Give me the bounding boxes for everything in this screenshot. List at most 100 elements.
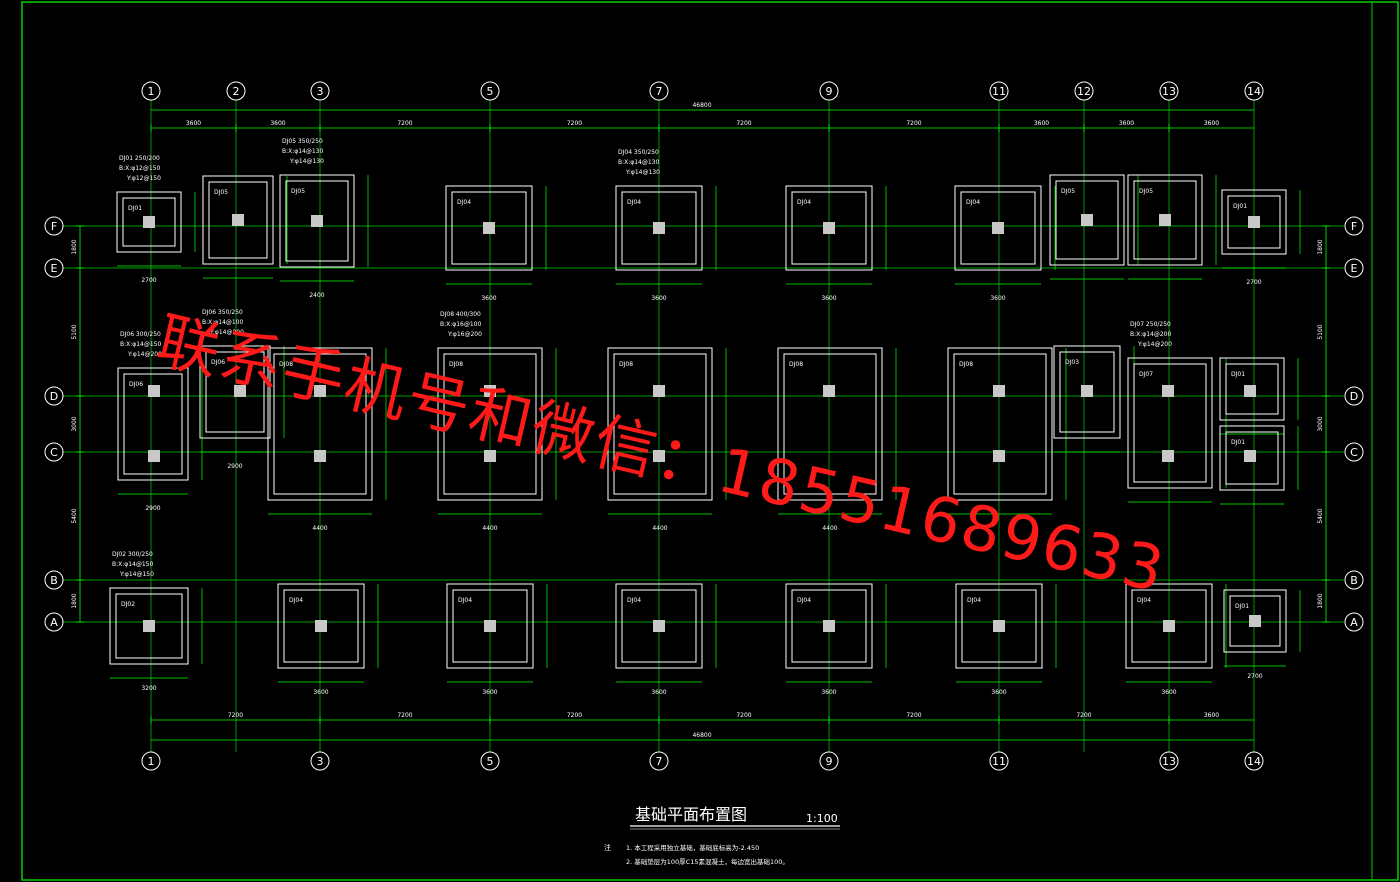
row3-footing-inner	[791, 589, 867, 663]
column-pier	[992, 222, 1004, 234]
dim-top-span: 7200	[397, 120, 412, 127]
row3-footing-bx: B:X:φ14@150	[112, 561, 153, 568]
axis-bubble	[819, 81, 839, 101]
axis-bubble	[1344, 442, 1364, 462]
axis-bubble	[44, 442, 64, 462]
dim-bottom-span: 7200	[567, 712, 582, 719]
row2-footing-inner	[1133, 363, 1207, 483]
dim-left-span: 5400	[71, 508, 78, 523]
row2-footing-inner	[273, 353, 367, 495]
axis-bubble	[989, 81, 1009, 101]
column-pier	[143, 216, 155, 228]
row2-footing-outer	[437, 347, 543, 501]
row1-footing-label: DJ05	[1139, 188, 1153, 195]
dim-left-span: 3000	[71, 416, 78, 431]
column-pier	[823, 222, 835, 234]
axis-label-row-left: D	[50, 390, 58, 403]
row1-footing-label: DJ01	[128, 205, 142, 212]
row3-footing-width: 3600	[821, 689, 836, 696]
row3-footing-width: 3600	[313, 689, 328, 696]
column-pier	[653, 222, 665, 234]
row2-footing-bx: B:X:φ14@100	[202, 319, 243, 326]
axis-label-top: 3	[317, 85, 324, 98]
axis-label-bottom: 7	[656, 755, 663, 768]
dim-bottom-span: 7200	[1076, 712, 1091, 719]
axis-bubble	[44, 612, 64, 632]
row1-footing-bx: B:X:φ14@130	[282, 148, 323, 155]
row1-footing-inner	[1133, 180, 1197, 260]
row1-footing-inner	[1055, 180, 1119, 260]
axis-grid	[62, 100, 1344, 752]
column-pier	[653, 620, 665, 632]
column-pier	[143, 620, 155, 632]
column-pier	[484, 620, 496, 632]
axis-bubble	[44, 570, 64, 590]
axis-label-row-right: B	[1350, 574, 1358, 587]
row1-footing-label: DJ04	[457, 199, 471, 206]
axis-label-bottom: 14	[1247, 755, 1261, 768]
axis-bubble	[44, 216, 64, 236]
axis-label-row-left: A	[50, 616, 58, 629]
axis-label-bottom: 1	[148, 755, 155, 768]
row1-footing-outer	[202, 175, 274, 265]
notes-prefix: 注	[604, 843, 611, 852]
axis-label-row-left: B	[50, 574, 58, 587]
row2-footing-y: Y:φ14@200	[127, 351, 162, 358]
row2-footing-width: 4400	[822, 525, 837, 532]
drawing-title: 基础平面布置图	[635, 805, 747, 824]
axis-label-bottom: 13	[1162, 755, 1176, 768]
axis-bubble	[989, 751, 1009, 771]
row1-footing-label: DJ01	[1233, 203, 1247, 210]
row2-footing-outer	[1127, 357, 1213, 489]
row2-footing-bx: B:X:φ14@150	[120, 341, 161, 348]
axis-label-bottom: 9	[826, 755, 833, 768]
row3-footing-inner	[621, 589, 697, 663]
row2-footing-inner	[205, 351, 265, 433]
row3-footing-outer	[1125, 583, 1213, 669]
column-pier	[1244, 450, 1256, 462]
row2-footing-inner	[613, 353, 707, 495]
row1-footing-inner	[285, 180, 349, 262]
row1-footing-spec: DJ05 350/250	[282, 138, 323, 145]
column-pier	[314, 450, 326, 462]
row2-footing-inner	[123, 373, 183, 475]
row2-footing-inner	[1225, 431, 1279, 485]
row1-footing-y: Y:φ12@150	[126, 175, 161, 182]
axis-bubble	[1344, 258, 1364, 278]
row2-footing-spec: DJ06 350/250	[202, 309, 243, 316]
column-pier	[1249, 615, 1261, 627]
row3-footing-outer	[615, 583, 703, 669]
column-pier	[823, 620, 835, 632]
row2-footing-label: DJ03	[1065, 359, 1079, 366]
row3-footing-width: 3600	[651, 689, 666, 696]
axis-label-top: 9	[826, 85, 833, 98]
row1-footing-label: DJ04	[966, 199, 980, 206]
dim-right-span: 3000	[1317, 416, 1324, 431]
axis-label-row-right: C	[1350, 446, 1358, 459]
axis-label-bottom: 11	[992, 755, 1006, 768]
axis-bubble	[1074, 81, 1094, 101]
column-pier	[234, 385, 246, 397]
row2-footing-outer	[1053, 345, 1121, 439]
row1-footing-outer	[279, 174, 355, 268]
row1-footing-label: DJ05	[291, 188, 305, 195]
row3-footing-label: DJ04	[967, 597, 981, 604]
row2-footing-label: DJ08	[789, 361, 803, 368]
row1-footing-inner	[208, 181, 268, 259]
row1-footing-outer	[445, 185, 533, 271]
row2-footing-outer	[1219, 425, 1285, 491]
column-pier	[148, 450, 160, 462]
row1-footing-bx: B:X:φ14@130	[618, 159, 659, 166]
row2-footing-spec: DJ06 300/250	[120, 331, 161, 338]
row1-footing-width: 2700	[1246, 279, 1261, 286]
row2-footing-width: 2900	[145, 505, 160, 512]
axis-label-row-left: E	[51, 262, 58, 275]
row1-footing-outer	[1049, 174, 1125, 266]
row1-footing-outer	[1127, 174, 1203, 266]
axis-bubble	[1344, 386, 1364, 406]
row2-footing-spec: DJ07 250/250	[1130, 321, 1171, 328]
row1-footing-label: DJ04	[627, 199, 641, 206]
dim-top-span: 3600	[186, 120, 201, 127]
dim-right-span: 1800	[1317, 593, 1324, 608]
